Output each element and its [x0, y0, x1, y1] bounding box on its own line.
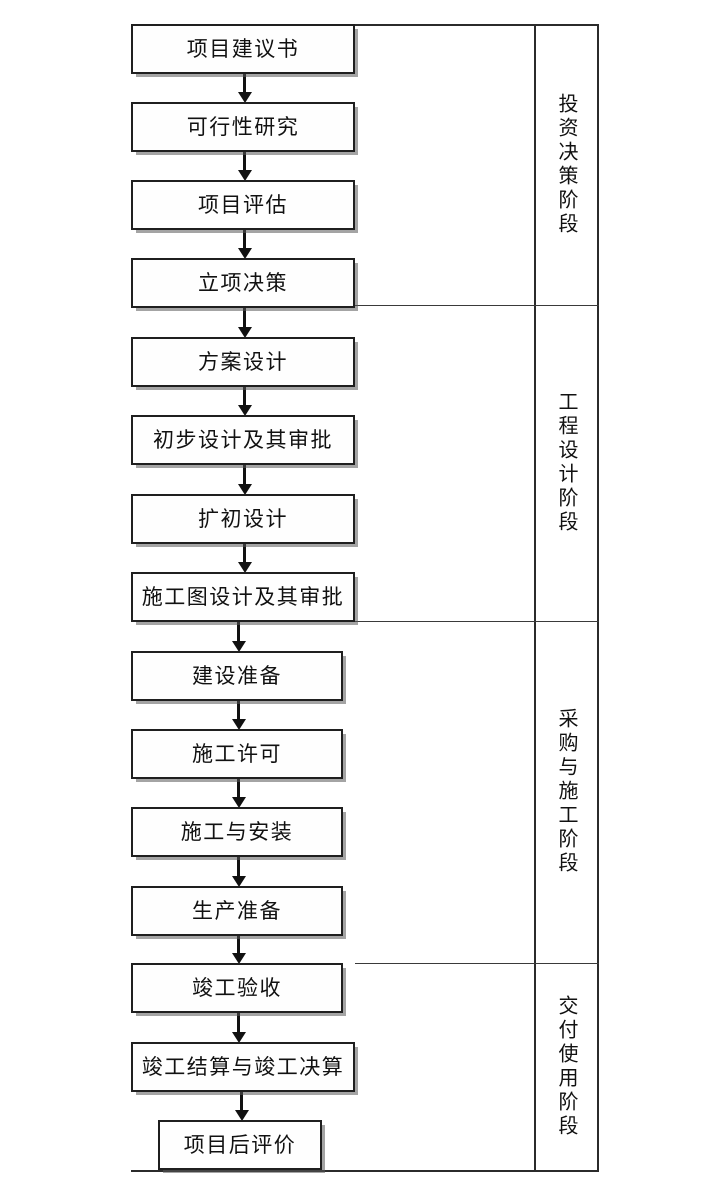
arrowhead-n5-to-n6: [237, 405, 252, 416]
connector-arrow-n11-to-n12: [237, 857, 240, 877]
arrowhead-n10-to-n11: [231, 797, 246, 808]
phase-column-divider: [534, 24, 536, 1172]
process-node-label: 项目评估: [198, 192, 288, 217]
process-node-n9[interactable]: 建设准备: [131, 651, 343, 701]
phase-label: 采购与施工阶段: [555, 708, 577, 876]
process-node-label: 扩初设计: [198, 506, 288, 531]
arrowhead-n6-to-n7: [237, 484, 252, 495]
connector-arrow-n9-to-n10: [237, 701, 240, 720]
arrowhead-n2-to-n3: [237, 170, 252, 181]
phase-divider-1: [355, 305, 599, 306]
process-node-n2[interactable]: 可行性研究: [131, 102, 355, 152]
connector-arrow-n14-to-n15: [240, 1092, 243, 1111]
process-node-n3[interactable]: 项目评估: [131, 180, 355, 230]
arrowhead-n7-to-n8: [237, 562, 252, 573]
arrowhead-n12-to-n13: [231, 953, 246, 964]
connector-arrow-n5-to-n6: [243, 387, 246, 406]
process-node-n5[interactable]: 方案设计: [131, 337, 355, 387]
process-node-n8[interactable]: 施工图设计及其审批: [131, 572, 355, 622]
process-node-label: 建设准备: [192, 663, 282, 688]
process-node-label: 可行性研究: [186, 114, 300, 139]
connector-arrow-n2-to-n3: [243, 152, 246, 171]
process-node-label: 竣工结算与竣工决算: [141, 1054, 345, 1079]
arrowhead-n9-to-n10: [231, 719, 246, 730]
connector-arrow-n1-to-n2: [243, 74, 246, 93]
phase-label: 工程设计阶段: [555, 391, 577, 535]
phase-cell-p2[interactable]: 工程设计阶段: [536, 305, 597, 621]
process-node-n15[interactable]: 项目后评价: [158, 1120, 322, 1170]
arrowhead-n8-to-n9: [231, 641, 246, 652]
arrowhead-n13-to-n14: [231, 1032, 246, 1043]
arrowhead-n11-to-n12: [231, 876, 246, 887]
connector-arrow-n4-to-n5: [243, 308, 246, 328]
phase-cell-p1[interactable]: 投资决策阶段: [536, 24, 597, 305]
connector-arrow-n10-to-n11: [237, 779, 240, 798]
process-node-n1[interactable]: 项目建议书: [131, 24, 355, 74]
phase-divider-2: [355, 621, 599, 622]
phase-label: 投资决策阶段: [555, 92, 577, 237]
arrowhead-n4-to-n5: [237, 327, 252, 338]
process-node-label: 施工与安装: [180, 819, 294, 844]
frame-bottom-border: [131, 1170, 597, 1172]
arrowhead-n3-to-n4: [237, 248, 252, 259]
process-node-label: 项目建议书: [186, 36, 300, 61]
arrowhead-n14-to-n15: [234, 1110, 249, 1121]
process-node-n13[interactable]: 竣工验收: [131, 963, 343, 1013]
connector-arrow-n8-to-n9: [237, 622, 240, 642]
process-node-n10[interactable]: 施工许可: [131, 729, 343, 779]
frame-right-border: [597, 24, 599, 1172]
process-node-n4[interactable]: 立项决策: [131, 258, 355, 308]
process-node-n7[interactable]: 扩初设计: [131, 494, 355, 544]
arrowhead-n1-to-n2: [237, 92, 252, 103]
process-node-n6[interactable]: 初步设计及其审批: [131, 415, 355, 465]
connector-arrow-n7-to-n8: [243, 544, 246, 563]
process-node-n11[interactable]: 施工与安装: [131, 807, 343, 857]
connector-arrow-n12-to-n13: [237, 936, 240, 954]
process-node-n12[interactable]: 生产准备: [131, 886, 343, 936]
process-node-label: 初步设计及其审批: [153, 427, 333, 452]
connector-arrow-n6-to-n7: [243, 465, 246, 485]
frame-top-border: [131, 24, 597, 26]
process-node-label: 项目后评价: [183, 1132, 297, 1157]
phase-divider-3: [355, 963, 599, 964]
phase-cell-p3[interactable]: 采购与施工阶段: [536, 621, 597, 963]
process-node-label: 竣工验收: [192, 975, 282, 1000]
phase-label: 交付使用阶段: [555, 994, 577, 1139]
connector-arrow-n3-to-n4: [243, 230, 246, 249]
process-node-label: 生产准备: [192, 898, 282, 923]
process-node-label: 施工许可: [192, 741, 282, 766]
process-node-label: 方案设计: [198, 349, 288, 374]
process-node-label: 施工图设计及其审批: [141, 584, 345, 609]
connector-arrow-n13-to-n14: [237, 1013, 240, 1033]
phase-cell-p4[interactable]: 交付使用阶段: [536, 963, 597, 1170]
process-node-label: 立项决策: [198, 270, 288, 295]
process-node-n14[interactable]: 竣工结算与竣工决算: [131, 1042, 355, 1092]
